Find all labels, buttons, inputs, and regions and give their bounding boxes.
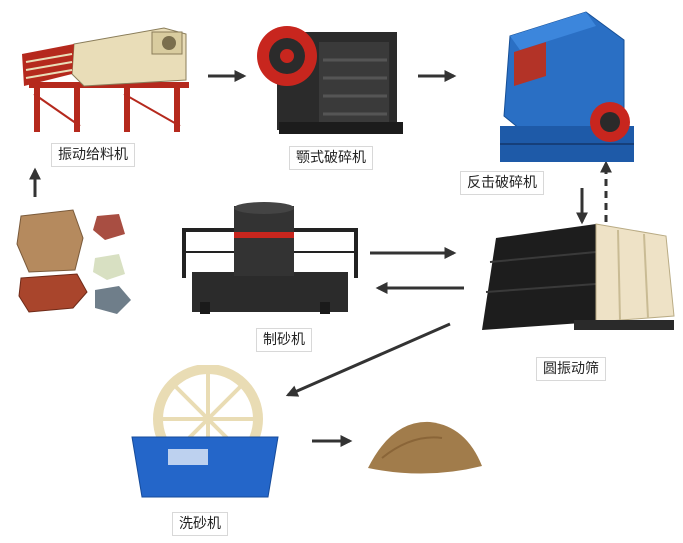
sand-maker-image (182, 202, 358, 314)
vibrating-feeder-image (22, 27, 189, 132)
circular-vibrating-screen-image (482, 223, 675, 330)
label-impact-crusher: 反击破碎机 (460, 171, 544, 195)
arrow-screen-to-washer (285, 322, 451, 397)
label-sand-maker: 制砂机 (256, 328, 312, 352)
label-sand-washer: 洗砂机 (172, 512, 228, 536)
label-vibrating-feeder: 振动给料机 (51, 143, 135, 167)
sand-washer-image (131, 365, 279, 498)
finished-sand-pile (368, 421, 482, 474)
label-jaw-crusher: 颚式破碎机 (289, 146, 373, 170)
raw-material-stones (16, 209, 131, 314)
jaw-crusher-image (257, 26, 403, 134)
impact-crusher-image (500, 11, 634, 162)
label-circular-vibrating-screen: 圆振动筛 (536, 357, 606, 381)
